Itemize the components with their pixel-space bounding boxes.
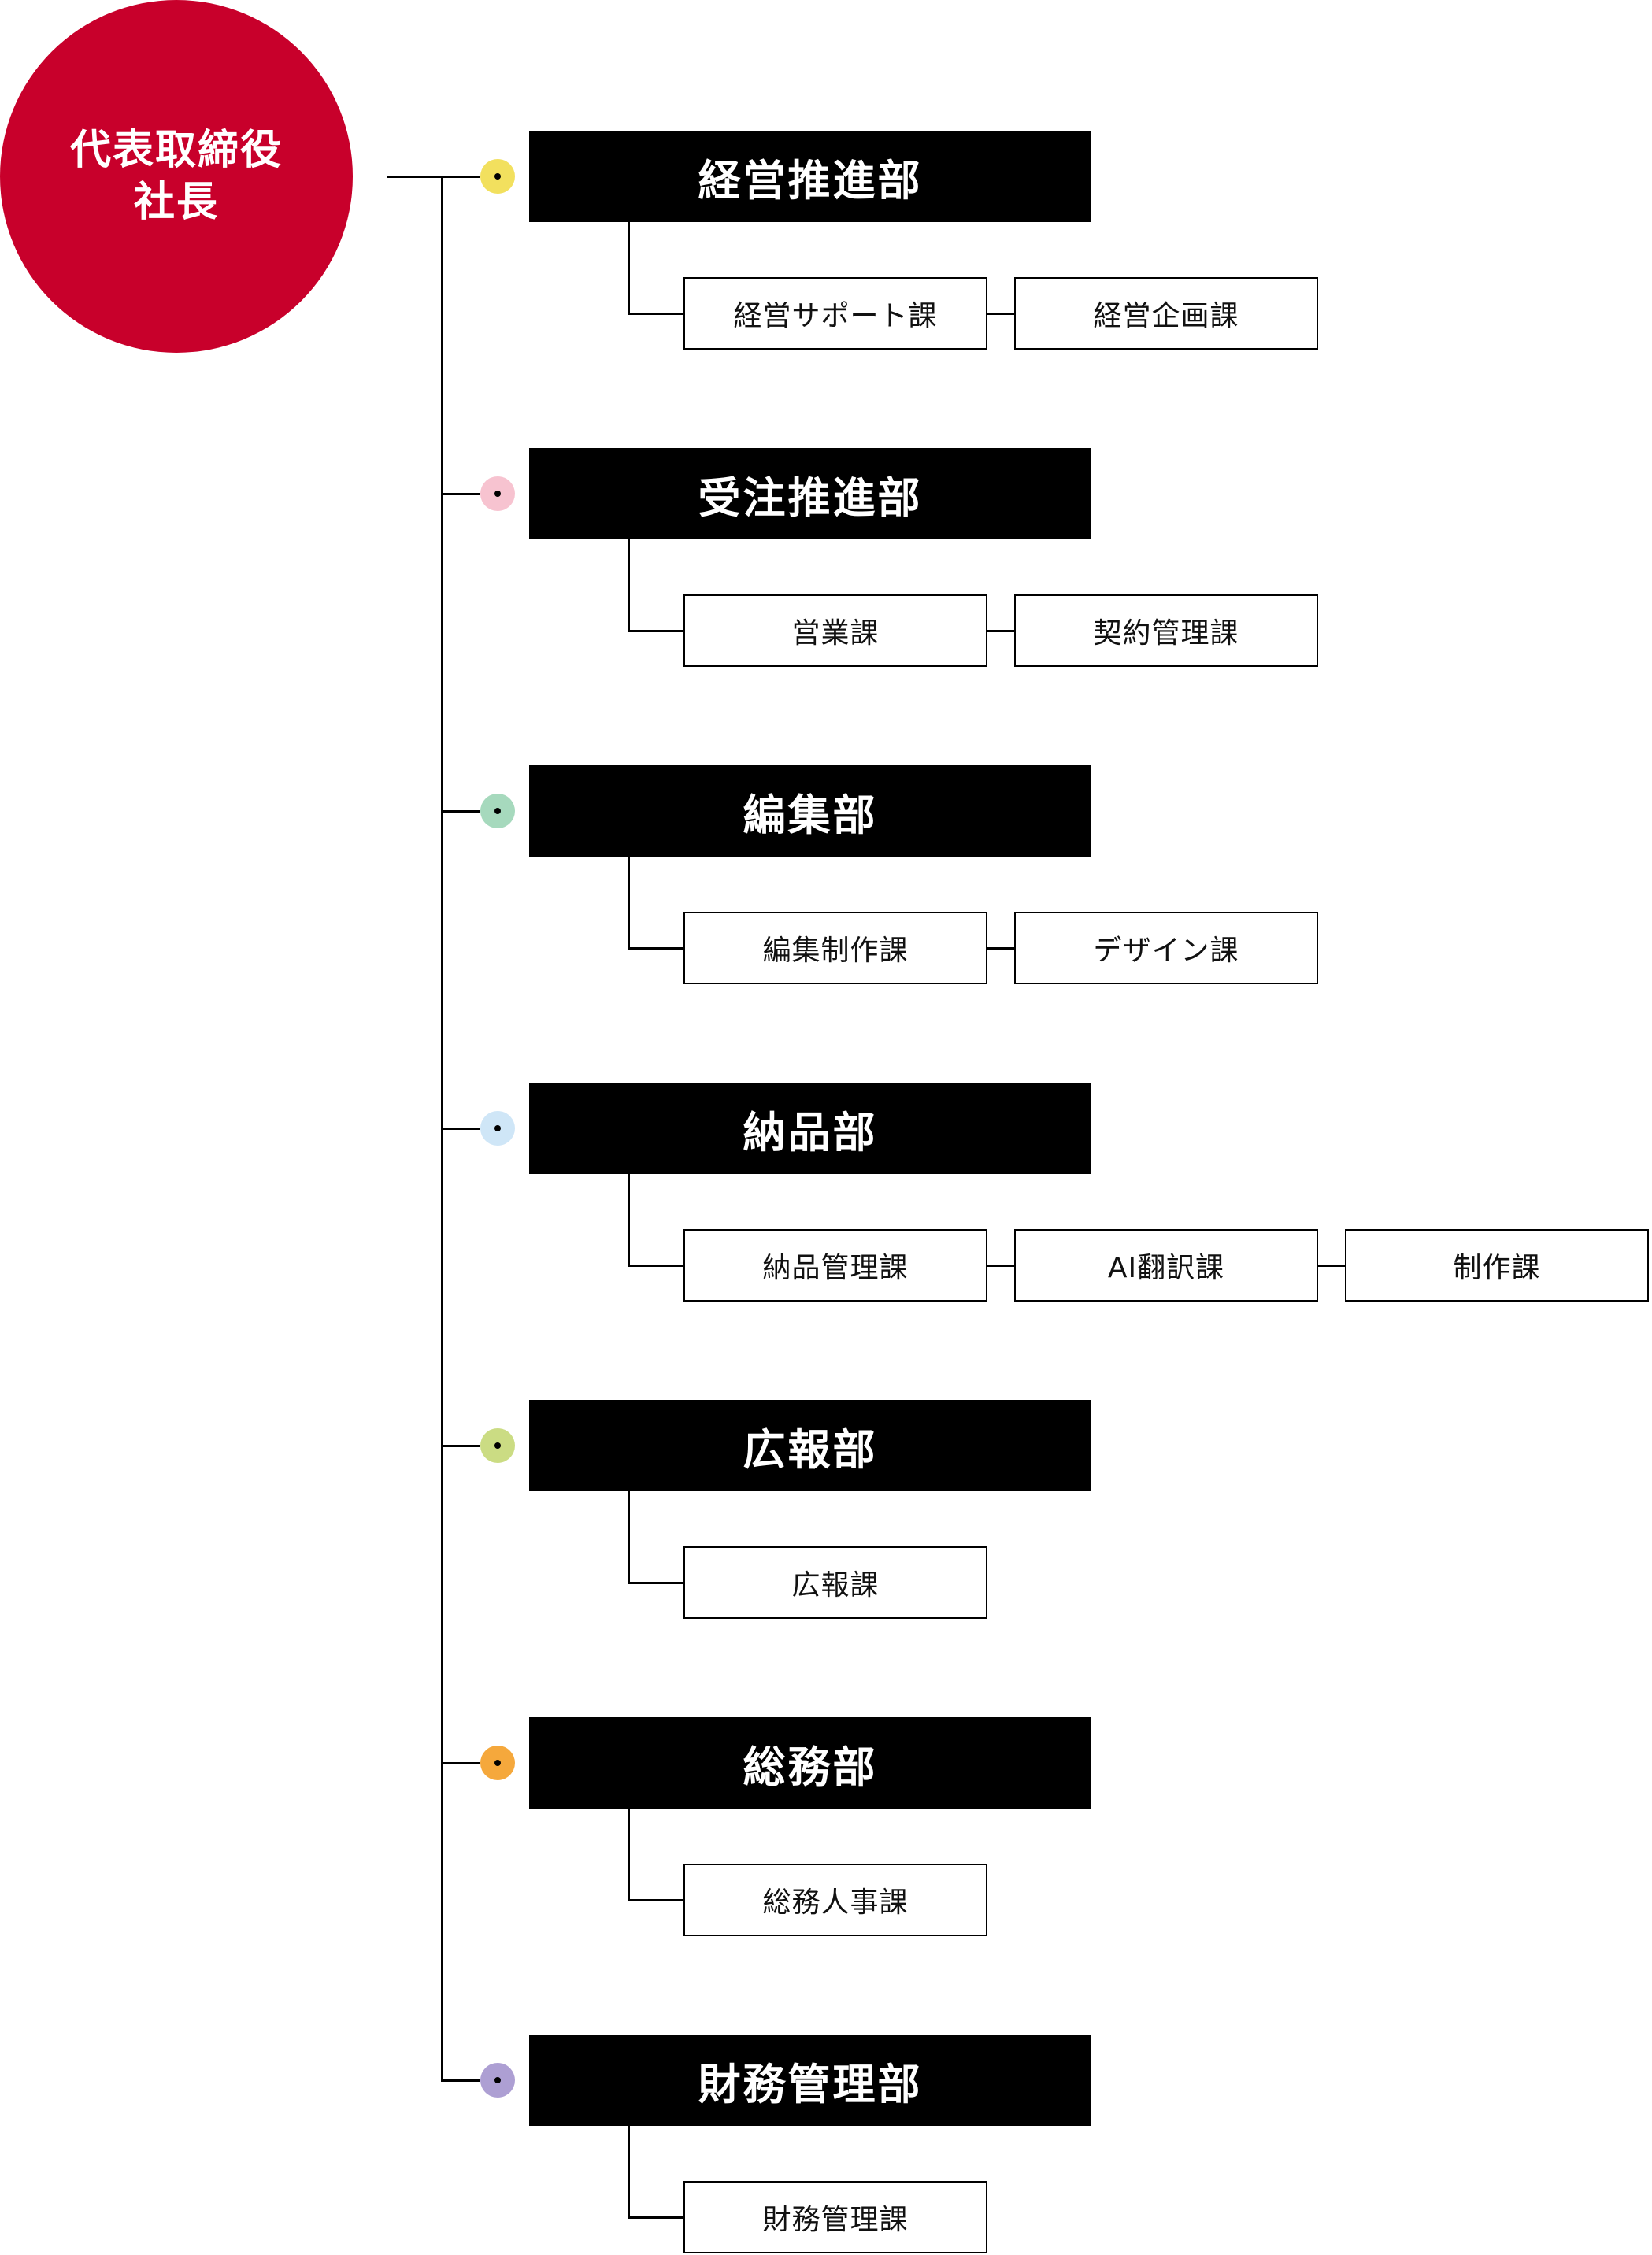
president-title-line1: 代表取締役 bbox=[69, 127, 283, 174]
section-box: 制作課 bbox=[1345, 1229, 1649, 1302]
department-dot bbox=[480, 2063, 515, 2098]
section-elbow-vertical bbox=[628, 857, 630, 950]
department-branch bbox=[441, 2079, 480, 2082]
president-connector bbox=[387, 176, 443, 178]
section-elbow-vertical bbox=[628, 1809, 630, 1901]
department-branch bbox=[441, 493, 480, 495]
section-box: 営業課 bbox=[683, 594, 987, 667]
department-branch bbox=[441, 1445, 480, 1447]
section-elbow-horizontal bbox=[628, 313, 683, 315]
section-link bbox=[987, 947, 1014, 950]
president-node: 代表取締役 社長 bbox=[0, 0, 353, 353]
department-box: 総務部 bbox=[529, 1717, 1091, 1809]
department-branch bbox=[441, 810, 480, 813]
department-box: 経営推進部 bbox=[529, 131, 1091, 222]
section-box: 経営サポート課 bbox=[683, 277, 987, 350]
department-dot bbox=[480, 476, 515, 511]
section-box: 納品管理課 bbox=[683, 1229, 987, 1302]
section-elbow-horizontal bbox=[628, 1582, 683, 1584]
section-box: 財務管理課 bbox=[683, 2181, 987, 2253]
section-box: 編集制作課 bbox=[683, 912, 987, 984]
department-box: 受注推進部 bbox=[529, 448, 1091, 539]
section-box: デザイン課 bbox=[1014, 912, 1318, 984]
department-box: 広報部 bbox=[529, 1400, 1091, 1491]
section-link bbox=[1318, 1265, 1345, 1267]
department-box: 編集部 bbox=[529, 765, 1091, 857]
department-dot bbox=[480, 1746, 515, 1780]
section-box: AI翻訳課 bbox=[1014, 1229, 1318, 1302]
section-link bbox=[987, 630, 1014, 632]
section-link bbox=[987, 313, 1014, 315]
section-elbow-vertical bbox=[628, 539, 630, 632]
section-elbow-vertical bbox=[628, 2126, 630, 2219]
section-box: 広報課 bbox=[683, 1546, 987, 1619]
president-title-line2: 社長 bbox=[133, 179, 219, 226]
department-box: 財務管理部 bbox=[529, 2035, 1091, 2126]
department-dot bbox=[480, 1428, 515, 1463]
section-elbow-horizontal bbox=[628, 1899, 683, 1901]
section-elbow-horizontal bbox=[628, 2216, 683, 2219]
department-branch bbox=[441, 176, 480, 178]
section-elbow-horizontal bbox=[628, 947, 683, 950]
section-elbow-vertical bbox=[628, 222, 630, 315]
section-box: 経営企画課 bbox=[1014, 277, 1318, 350]
department-dot bbox=[480, 159, 515, 194]
department-dot bbox=[480, 1111, 515, 1146]
section-elbow-vertical bbox=[628, 1174, 630, 1267]
department-dot bbox=[480, 794, 515, 828]
section-elbow-vertical bbox=[628, 1491, 630, 1584]
section-box: 総務人事課 bbox=[683, 1864, 987, 1936]
section-elbow-horizontal bbox=[628, 1265, 683, 1267]
department-branch bbox=[441, 1128, 480, 1130]
section-elbow-horizontal bbox=[628, 630, 683, 632]
department-box: 納品部 bbox=[529, 1083, 1091, 1174]
section-box: 契約管理課 bbox=[1014, 594, 1318, 667]
department-branch bbox=[441, 1762, 480, 1764]
section-link bbox=[987, 1265, 1014, 1267]
